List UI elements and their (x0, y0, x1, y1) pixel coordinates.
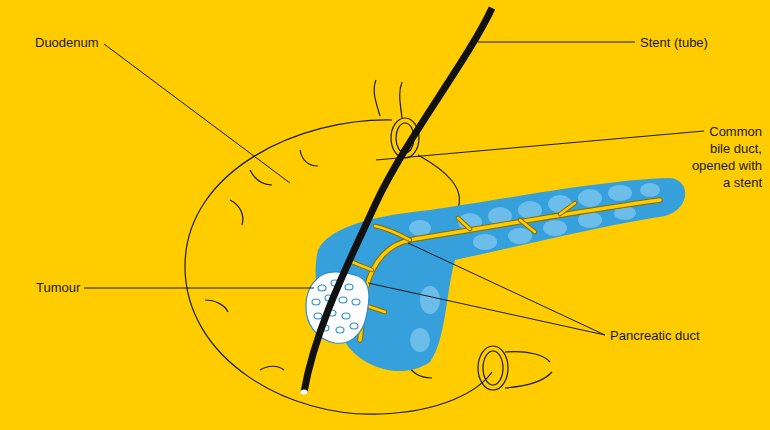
stent (301, 8, 493, 395)
part-label: Duodenum (35, 34, 99, 51)
pancreas-lobules (409, 183, 660, 352)
pancreatic-duct (352, 200, 660, 340)
part-label: Common bile duct, opened with a stent (686, 123, 762, 191)
part-label: Tumour (36, 279, 80, 296)
leader-lines (84, 42, 704, 335)
part-label: Pancreatic duct (610, 327, 700, 344)
part-label: Stent (tube) (640, 34, 708, 51)
